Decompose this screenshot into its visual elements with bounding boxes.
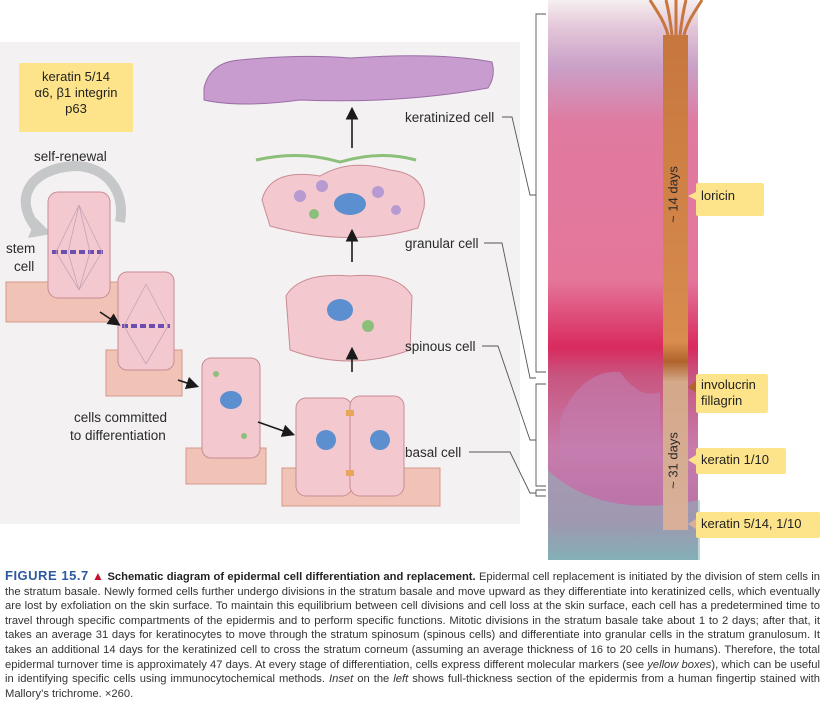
self-renewal-arrowhead	[28, 218, 52, 238]
figure-caption: FIGURE 15.7 ▲ Schematic diagram of epide…	[5, 568, 821, 701]
label-cell: cell	[14, 259, 35, 274]
timeline-upper-label: ~ 14 days	[665, 166, 681, 223]
marker-involucrin-text: involucrin	[701, 377, 756, 392]
basal-cells	[295, 395, 405, 497]
marker-loricin: loricin	[696, 183, 764, 216]
micrograph-ridge	[560, 371, 660, 465]
label-committed-1: cells committed	[74, 410, 168, 425]
exfoliation-strands	[648, 0, 704, 36]
marker-keratin-1-10: keratin 1/10	[696, 448, 786, 474]
marker-pointer-keratin514	[688, 519, 696, 529]
marker-involucrin-fillagrin: involucrin fillagrin	[696, 374, 768, 413]
label-granular-cell: granular cell	[405, 236, 479, 251]
caption-text-4: shows full-thickness section of the epid…	[5, 673, 820, 700]
caption-text-2: ), which can be useful in identifying sp…	[5, 658, 820, 686]
marker-pointer-loricin	[688, 192, 696, 200]
stem-marker-line3: p63	[65, 101, 87, 116]
caption-inset: Inset	[329, 673, 354, 686]
label-spinous-cell: spinous cell	[405, 339, 476, 354]
self-renewal-arrow	[20, 160, 126, 236]
micrograph-basal-wave	[548, 470, 700, 560]
marker-keratin-5-14-1-10: keratin 5/14, 1/10	[696, 512, 820, 538]
caption-text-3: on the	[353, 673, 394, 686]
committed-cell	[201, 357, 261, 459]
caption-yellow-boxes: yellow boxes	[647, 658, 712, 671]
progression-arrows	[99, 106, 359, 437]
figure-triangle-icon: ▲	[92, 569, 105, 583]
caption-left: left	[393, 673, 409, 686]
marker-pointer-keratin110	[688, 455, 696, 465]
stem-cell	[47, 191, 111, 299]
label-keratinized-cell: keratinized cell	[405, 110, 495, 125]
marker-pointer-involucrin	[688, 381, 696, 393]
granular-cell-shape	[255, 153, 425, 239]
label-stem: stem	[6, 241, 36, 256]
figure-number: FIGURE 15.7	[5, 568, 89, 583]
stem-marker-box: keratin 5/14 α6, β1 integrin p63	[19, 63, 133, 132]
marker-keratin-5-14-text: keratin 5/14, 1/10	[701, 516, 802, 531]
daughter-cell	[117, 271, 175, 371]
label-committed-2: to differentiation	[70, 428, 166, 443]
caption-text-1: Epidermal cell replacement is initiated …	[5, 571, 821, 671]
timeline-bar	[663, 35, 688, 530]
figure-title: Schematic diagram of epidermal cell diff…	[107, 571, 476, 583]
marker-keratin-1-10-text: keratin 1/10	[701, 452, 769, 467]
stem-marker-line2: α6, β1 integrin	[34, 85, 118, 100]
keratinized-cell-shape	[203, 55, 494, 105]
stem-marker-line1: keratin 5/14	[42, 69, 110, 84]
spinous-cell-shape	[285, 274, 413, 362]
marker-loricin-text: loricin	[701, 188, 735, 203]
layer-brackets	[535, 13, 546, 497]
leader-lines	[469, 116, 536, 494]
label-self-renewal: self-renewal	[34, 149, 107, 164]
marker-fillagrin-text: fillagrin	[701, 393, 743, 408]
label-basal-cell: basal cell	[405, 445, 462, 460]
timeline-lower-label: ~ 31 days	[665, 432, 681, 489]
